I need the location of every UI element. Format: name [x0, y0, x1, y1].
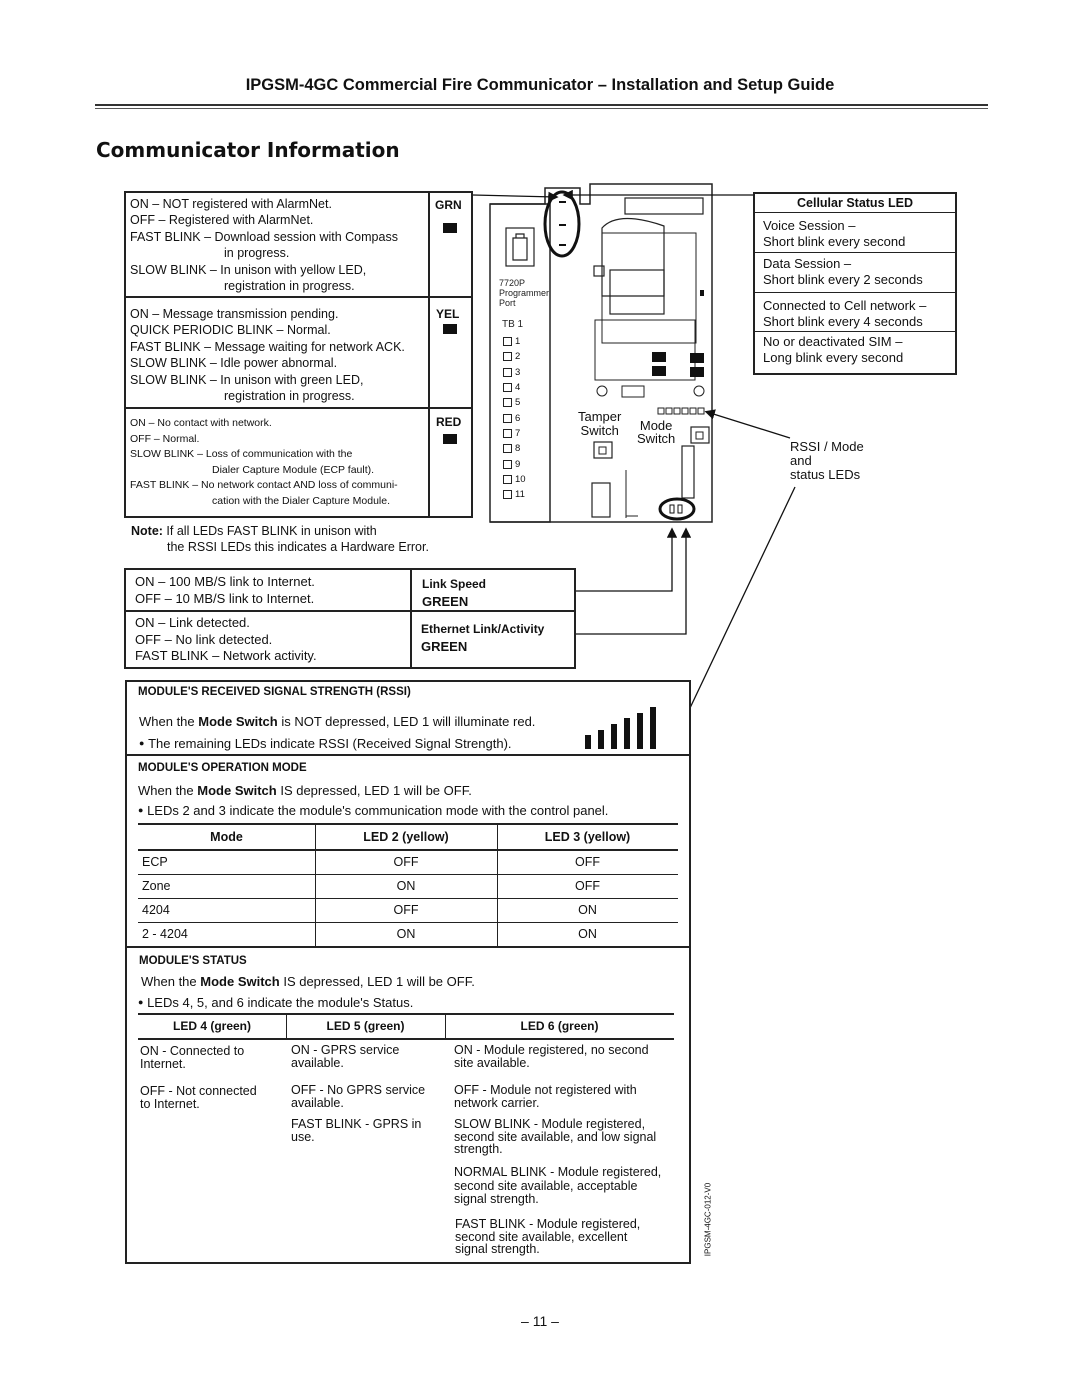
ethernet-activity-label: Ethernet Link/Activity GREEN — [421, 622, 545, 654]
terminal-icon — [503, 352, 512, 362]
cellular-status-title: Cellular Status LED — [797, 196, 913, 210]
operation-mode-title: MODULE'S OPERATION MODE — [138, 762, 307, 774]
yel-led-icon — [443, 324, 457, 334]
terminal-block: 1 2 3 4 5 6 7 8 9 10 11 — [503, 334, 526, 502]
grn-description: ON – NOT registered with AlarmNet. OFF –… — [130, 197, 398, 294]
led6-normal-blink: NORMAL BLINK - Module registered, second… — [454, 1165, 662, 1206]
mode-switch-label: Mode Switch — [637, 418, 676, 446]
led5-on: ON - GPRS service available. — [291, 1043, 400, 1070]
grn-label: GRN — [435, 198, 462, 212]
led6-slow-blink: SLOW BLINK - Module registered, second s… — [454, 1117, 657, 1156]
header-rule — [95, 104, 988, 106]
ethernet-led-box — [124, 568, 576, 669]
led-description-box — [124, 191, 473, 518]
terminal-icon — [503, 459, 512, 469]
red-label: RED — [436, 415, 462, 429]
module-status-bullet: ● LEDs 4, 5, and 6 indicate the module's… — [138, 995, 414, 1010]
board-diagram — [489, 183, 713, 523]
operation-mode-line: When the Mode Switch IS depressed, LED 1… — [138, 783, 472, 798]
led2-col-header: LED 2 (yellow) — [363, 830, 449, 844]
terminal-icon — [503, 383, 512, 393]
yel-description: ON – Message transmission pending. QUICK… — [130, 307, 405, 404]
led4-col-header: LED 4 (green) — [172, 1019, 251, 1033]
led6-on: ON - Module registered, no second site a… — [454, 1043, 649, 1070]
signal-bar — [598, 729, 604, 749]
signal-bar — [585, 735, 591, 749]
mode-row: 2 - 4204 — [142, 927, 188, 941]
figure-id: IPGSM-4GC-012-V0 — [703, 1182, 713, 1257]
terminal-icon — [503, 444, 512, 454]
led4-off: OFF - Not connected to Internet. — [140, 1084, 257, 1111]
cellular-row-data: Data Session – Short blink every 2 secon… — [763, 256, 923, 287]
terminal-icon — [503, 413, 512, 423]
module-status-title: MODULE'S STATUS — [139, 955, 247, 967]
terminal-icon — [503, 490, 512, 500]
red-led-icon — [443, 434, 457, 444]
led4-on: ON - Connected to Internet. — [140, 1044, 245, 1071]
cellular-row-nosim: No or deactivated SIM – Long blink every… — [763, 334, 904, 365]
ethernet-activity-description: ON – Link detected. OFF – No link detect… — [135, 615, 317, 663]
rssi-mode-label: RSSI / Mode and status LEDs — [790, 439, 864, 482]
yel-label: YEL — [436, 307, 460, 321]
mode-row: ECP — [142, 855, 168, 869]
mode-row: 4204 — [142, 903, 170, 917]
hardware-error-note: Note: If all LEDs FAST BLINK in unison w… — [131, 524, 429, 555]
header-rule-thin — [95, 108, 988, 109]
cellular-row-connected: Connected to Cell network – Short blink … — [763, 298, 927, 329]
led5-fast-blink: FAST BLINK - GPRS in use. — [291, 1117, 422, 1144]
tamper-switch-label: Tamper Switch — [578, 409, 622, 438]
signal-bar — [611, 724, 617, 749]
signal-bar — [650, 707, 656, 749]
programmer-port-label: 7720P Programmer Port — [499, 278, 550, 308]
tb-label: TB 1 — [502, 319, 524, 330]
red-description: ON – No contact with network. OFF – Norm… — [130, 417, 398, 507]
terminal-icon — [503, 398, 512, 408]
led5-off: OFF - No GPRS service available. — [291, 1083, 426, 1110]
cellular-row-voice: Voice Session – Short blink every second — [763, 218, 906, 249]
mode-row: Zone — [142, 879, 171, 893]
document-header: IPGSM-4GC Commercial Fire Communicator –… — [245, 76, 835, 94]
rssi-section-title: MODULE'S RECEIVED SIGNAL STRENGTH (RSSI) — [138, 686, 411, 698]
led5-col-header: LED 5 (green) — [326, 1019, 405, 1033]
led3-col-header: LED 3 (yellow) — [544, 830, 631, 844]
page-number: – 11 – — [521, 1313, 559, 1329]
section-title: Communicator Information — [96, 138, 400, 162]
terminal-icon — [503, 474, 512, 484]
terminal-icon — [503, 337, 512, 347]
terminal-icon — [503, 367, 512, 377]
led6-fast-blink: FAST BLINK - Module registered, second s… — [455, 1217, 641, 1256]
cellular-status-box — [753, 192, 957, 375]
mode-col-header: Mode — [210, 830, 243, 844]
module-status-line: When the Mode Switch IS depressed, LED 1… — [141, 974, 475, 989]
link-speed-label: Link Speed GREEN — [422, 577, 487, 609]
signal-strength-icon — [585, 700, 665, 750]
rssi-bullet: ● The remaining LEDs indicate RSSI (Rece… — [139, 736, 512, 751]
link-speed-description: ON – 100 MB/S link to Internet. OFF – 10… — [135, 574, 315, 606]
rssi-line: When the Mode Switch is NOT depressed, L… — [139, 714, 536, 729]
module-info-box — [125, 680, 691, 1264]
grn-led-icon — [443, 223, 457, 233]
signal-bar — [637, 712, 643, 749]
led6-off: OFF - Module not registered with network… — [454, 1083, 637, 1110]
signal-bar — [624, 718, 630, 749]
operation-mode-bullet: ● LEDs 2 and 3 indicate the module's com… — [138, 803, 609, 818]
led6-col-header: LED 6 (green) — [520, 1019, 599, 1033]
terminal-icon — [503, 428, 512, 438]
